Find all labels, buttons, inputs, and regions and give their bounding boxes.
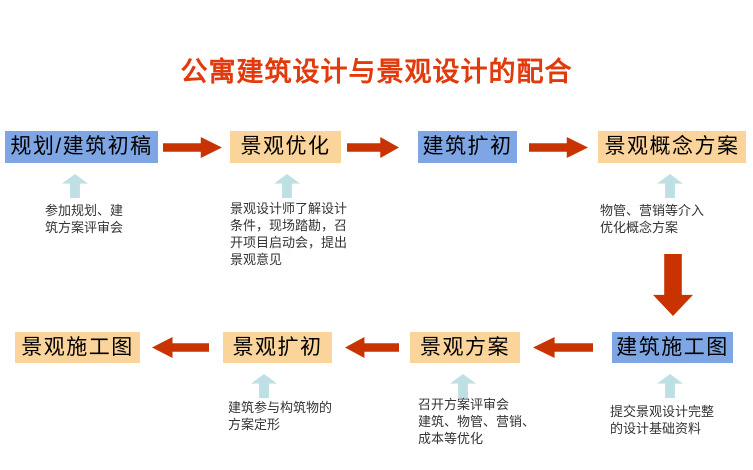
arrow-up-icon [251,374,277,398]
node-landscape-optimize: 景观优化 [230,131,341,163]
arrow-up-icon [450,374,476,398]
node-arch-cd: 建筑施工图 [612,332,733,363]
arrow-right-icon [163,137,222,158]
node-landscape-cd: 景观施工图 [15,332,140,363]
note-landscape-kickoff: 景观设计师了解设计 条件，现场踏勘，召 开项目启动会，提出 景观意见 [230,201,348,267]
node-landscape-dd: 景观扩初 [223,332,332,363]
arrow-up-icon [274,174,300,198]
note-structure-shaping: 建筑参与构筑物的 方案定形 [228,400,333,432]
arrow-left-icon [152,337,209,358]
node-arch-dd: 建筑扩初 [418,131,517,163]
arrow-right-icon [347,137,399,158]
arrow-up-icon [657,174,683,198]
node-landscape-scheme: 景观方案 [410,332,520,363]
note-submit-basedata: 提交景观设计完整 的设计基础资料 [610,404,715,436]
note-scheme-review: 召开方案评审会 建筑、物管、营销、 成本等优化 [418,397,536,446]
note-concept-optimize: 物管、营销等介入 优化概念方案 [600,203,705,235]
arrow-up-icon [62,174,88,198]
page-title: 公寓建筑设计与景观设计的配合 [180,57,573,87]
arrow-up-icon [657,374,683,398]
arrow-left-icon [345,337,399,358]
node-planning-draft: 规划/建筑初稿 [5,131,158,163]
arrow-right-icon [529,137,588,158]
node-landscape-concept: 景观概念方案 [598,131,746,163]
note-planning-review: 参加规划、建 筑方案评审会 [45,203,124,235]
arrow-down-icon [653,254,693,316]
arrow-left-icon [533,337,593,358]
